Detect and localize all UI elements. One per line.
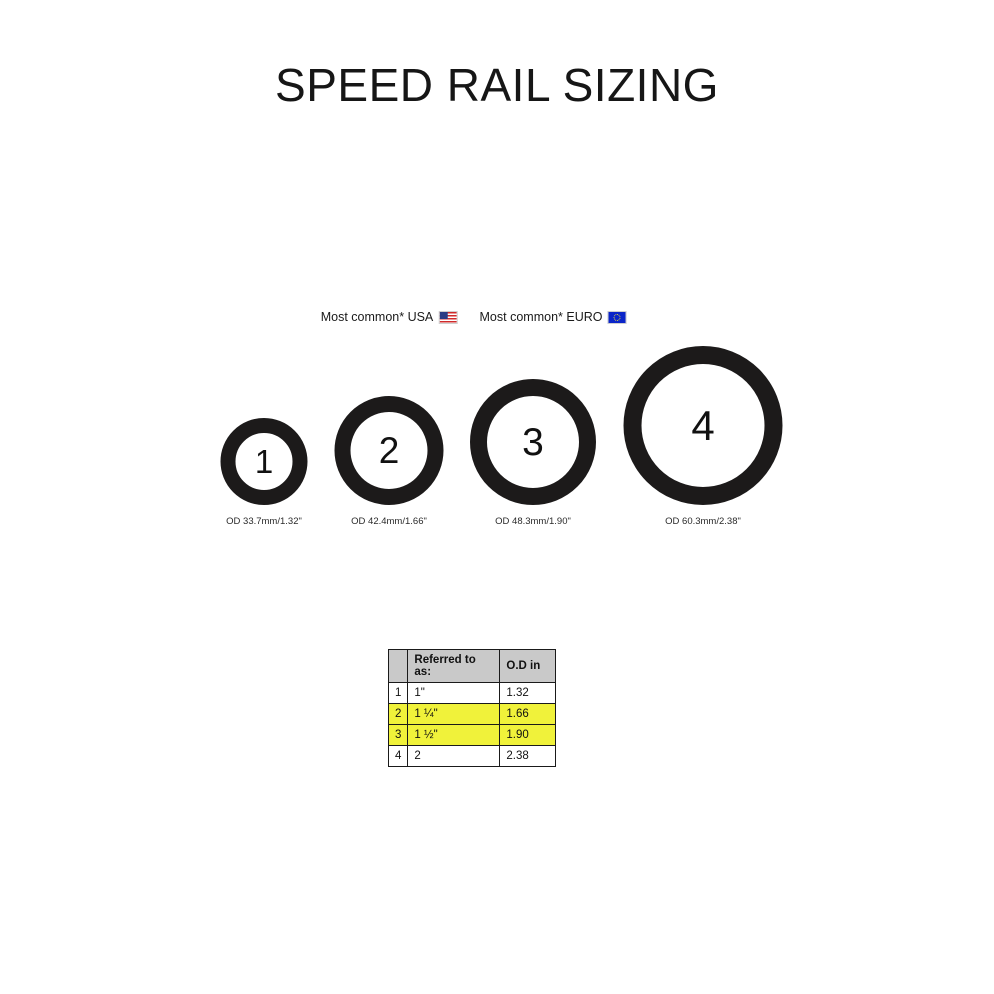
od-caption-2: OD 42.4mm/1.66" [351,516,427,527]
row-index: 1 [387,682,409,704]
ring-number-2: 2 [378,430,400,471]
ring-number-3: 3 [522,420,544,464]
header-od-in: O.D in [499,649,557,683]
row-index: 4 [387,745,409,767]
row-referred: 1 ½" [407,724,501,746]
header-referred-to-as: Referred to as: [407,649,501,683]
callout-usa: Most common* USA [321,310,458,324]
pipe-ring-4: 4 [623,346,783,505]
pipe-ring-2: 2 [334,396,444,505]
od-caption-4: OD 60.3mm/2.38" [665,516,741,527]
row-referred: 1 ¼" [407,703,501,725]
row-od: 1.90 [499,724,557,746]
callout-row: Most common* USA Most common* EURO [0,310,994,330]
ring-number-4: 4 [691,401,715,449]
row-index: 3 [387,724,409,746]
callout-euro: Most common* EURO [480,310,627,324]
row-od: 1.66 [499,703,557,725]
ring-group-2: 2 [334,330,444,505]
row-referred: 1" [407,682,501,704]
ring-group-4: 4 [623,330,783,505]
callout-usa-label: Most common* USA [320,310,434,324]
table-header-row: Referred to as: O.D in [387,649,557,683]
od-caption-3: OD 48.3mm/1.90" [495,516,571,527]
row-od: 2.38 [499,745,557,767]
od-caption-row: OD 33.7mm/1.32" OD 42.4mm/1.66" OD 48.3m… [0,516,994,532]
table-row: 3 1 ½" 1.90 [387,724,557,746]
euro-flag-icon [607,310,627,324]
row-od: 1.32 [499,682,557,704]
ring-group-3: 3 [470,330,596,505]
size-table: Referred to as: O.D in 1 1" 1.32 2 1 ¼" … [387,649,557,767]
table-row: 1 1" 1.32 [387,682,557,704]
page-title: SPEED RAIL SIZING [275,59,719,111]
callout-euro-label: Most common* EURO [479,310,603,324]
ring-number-1: 1 [254,443,274,480]
od-caption-1: OD 33.7mm/1.32" [226,516,302,527]
row-referred: 2 [407,745,501,767]
header-index [387,649,409,683]
ring-group-1: 1 [220,330,308,505]
table-row: 4 2 2.38 [387,745,557,767]
pipe-ring-3: 3 [470,379,596,505]
ring-diagram-row: 1 2 3 4 [0,330,994,505]
usa-flag-icon [438,310,458,324]
row-index: 2 [387,703,409,725]
table-row: 2 1 ¼" 1.66 [387,703,557,725]
pipe-ring-1: 1 [220,418,308,505]
